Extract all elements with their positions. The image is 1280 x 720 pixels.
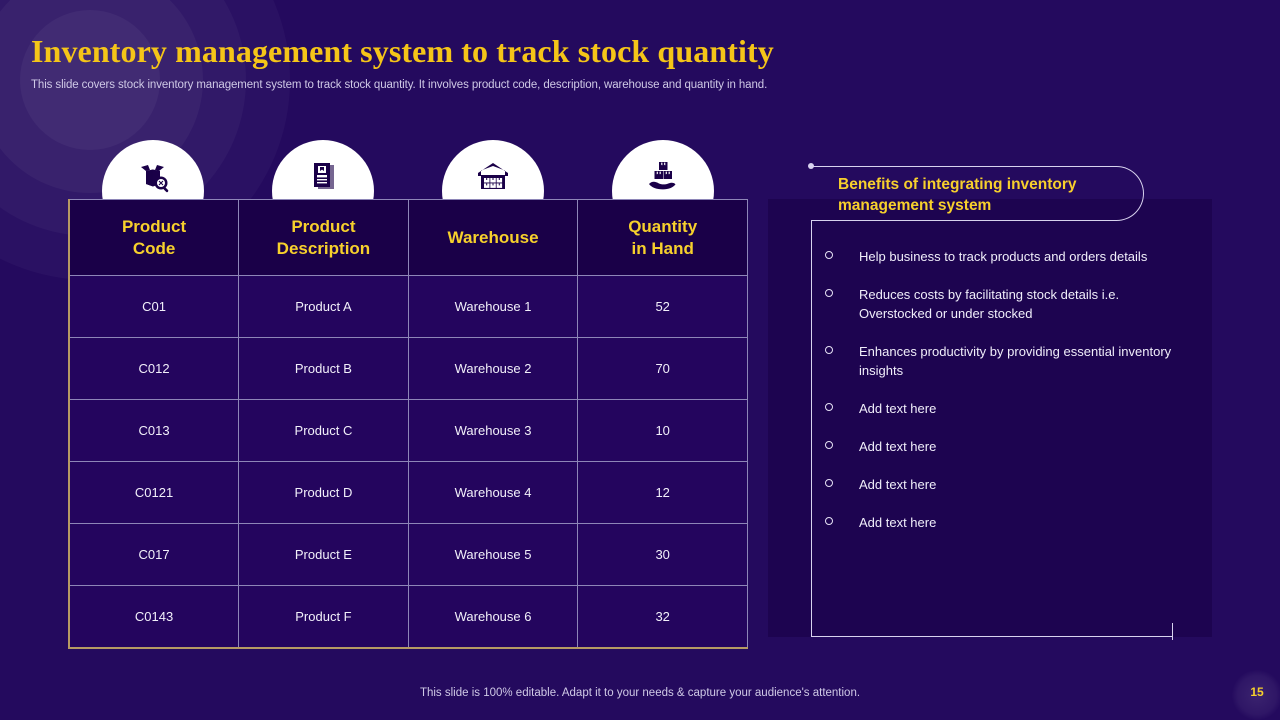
table-row[interactable]: C017 Product E Warehouse 5 30 <box>69 523 748 586</box>
cell-warehouse: Warehouse 6 <box>408 585 579 648</box>
page-number: 15 <box>1250 685 1264 699</box>
bullet-circle-icon <box>825 346 833 354</box>
panel-body-outline <box>811 221 1173 637</box>
header-line-1: Product <box>121 216 187 236</box>
cell-quantity: 32 <box>577 585 748 648</box>
column-header-product-code[interactable]: Product Code <box>69 199 240 276</box>
table-header-row: Product Code Product Description Warehou… <box>69 199 748 276</box>
table-row[interactable]: C012 Product B Warehouse 2 70 <box>69 337 748 400</box>
footer-note: This slide is 100% editable. Adapt it to… <box>419 687 861 699</box>
cell-product-code: C012 <box>69 337 240 400</box>
header-line-1: Product <box>291 216 356 236</box>
cell-product-description: Product F <box>238 585 409 648</box>
list-item-label: Add text here <box>859 477 937 492</box>
cell-product-description: Product E <box>238 523 409 586</box>
cell-product-description: Product A <box>238 275 409 338</box>
cell-product-code: C01 <box>69 275 240 338</box>
list-item-label: Add text here <box>859 439 937 454</box>
bullet-circle-icon <box>825 441 833 449</box>
bullet-circle-icon <box>825 479 833 487</box>
cell-quantity: 52 <box>577 275 748 338</box>
list-item[interactable]: Enhances productivity by providing essen… <box>825 342 1195 380</box>
list-item-label: Add text here <box>859 401 937 416</box>
table-row[interactable]: C0121 Product D Warehouse 4 12 <box>69 461 748 524</box>
cell-product-description: Product C <box>238 399 409 462</box>
cell-warehouse: Warehouse 1 <box>408 275 579 338</box>
table-body: C01 Product A Warehouse 1 52 C012 Produc… <box>69 275 748 648</box>
list-item[interactable]: Add text here <box>825 399 1195 418</box>
panel-body-end-tick <box>1172 623 1173 640</box>
table-row[interactable]: C013 Product C Warehouse 3 10 <box>69 399 748 462</box>
column-icon-row <box>68 140 748 242</box>
cell-product-code: C017 <box>69 523 240 586</box>
panel-title: Benefits of integrating inventory manage… <box>838 176 1077 214</box>
cell-product-code: C0121 <box>69 461 240 524</box>
bullet-circle-icon <box>825 517 833 525</box>
cell-warehouse: Warehouse 3 <box>408 399 579 462</box>
page-number-badge: 15 <box>1232 670 1280 720</box>
cell-quantity: 12 <box>577 461 748 524</box>
header-line-2: Description <box>276 238 371 258</box>
list-item-label: Reduces costs by facilitating stock deta… <box>859 287 1120 321</box>
table-row[interactable]: C0143 Product F Warehouse 6 32 <box>69 585 748 648</box>
cell-product-code: C0143 <box>69 585 240 648</box>
column-header-warehouse[interactable]: Warehouse <box>408 199 579 276</box>
inventory-table: Product Code Product Description Warehou… <box>68 199 748 649</box>
cell-warehouse: Warehouse 4 <box>408 461 579 524</box>
list-item-label: Add text here <box>859 515 937 530</box>
panel-title-outline <box>811 166 1144 221</box>
page-title: Inventory management system to track sto… <box>31 33 774 69</box>
header-line-1: Quantity <box>628 216 698 236</box>
list-item[interactable]: Reduces costs by facilitating stock deta… <box>825 285 1195 323</box>
header-line-2: Code <box>132 238 176 258</box>
list-item[interactable]: Add text here <box>825 437 1195 456</box>
cell-product-code: C013 <box>69 399 240 462</box>
list-item[interactable]: Add text here <box>825 513 1195 532</box>
cell-product-description: Product D <box>238 461 409 524</box>
header-line-1: Warehouse <box>447 227 539 247</box>
benefits-list: Help business to track products and orde… <box>825 247 1195 551</box>
bullet-circle-icon <box>825 289 833 297</box>
column-header-quantity-in-hand[interactable]: Quantity in Hand <box>577 199 748 276</box>
cell-warehouse: Warehouse 5 <box>408 523 579 586</box>
list-item-label: Enhances productivity by providing essen… <box>859 344 1172 378</box>
cell-quantity: 70 <box>577 337 748 400</box>
list-item[interactable]: Add text here <box>825 475 1195 494</box>
list-item-label: Help business to track products and orde… <box>859 249 1148 264</box>
column-header-product-description[interactable]: Product Description <box>238 199 409 276</box>
table-header: Product Code Product Description Warehou… <box>69 199 748 276</box>
header-line-2: in Hand <box>631 238 694 258</box>
table-row[interactable]: C01 Product A Warehouse 1 52 <box>69 275 748 338</box>
cell-quantity: 30 <box>577 523 748 586</box>
cell-product-description: Product B <box>238 337 409 400</box>
bullet-circle-icon <box>825 403 833 411</box>
benefits-panel <box>768 199 1212 637</box>
cell-quantity: 10 <box>577 399 748 462</box>
list-item[interactable]: Help business to track products and orde… <box>825 247 1195 266</box>
page-badge-glow <box>1232 670 1280 720</box>
bullet-circle-icon <box>825 251 833 259</box>
cell-warehouse: Warehouse 2 <box>408 337 579 400</box>
page-subtitle: This slide covers stock inventory manage… <box>31 79 768 91</box>
